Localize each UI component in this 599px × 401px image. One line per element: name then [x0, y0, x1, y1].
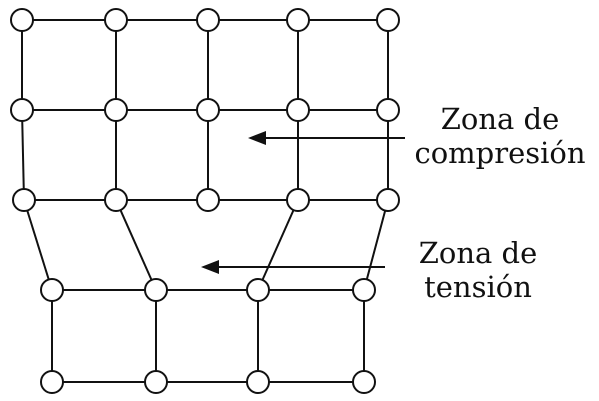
atom-node	[104, 8, 128, 32]
atom-node	[10, 98, 34, 122]
atom-node	[246, 370, 270, 394]
atom-node	[352, 278, 376, 302]
atom-node	[196, 188, 220, 212]
atom-node	[12, 188, 36, 212]
diagonal-bond	[257, 199, 299, 291]
diagonal-bond	[23, 199, 53, 291]
diagonal-bond	[115, 199, 157, 291]
tension-zone-arrow	[201, 260, 385, 274]
atom-node	[286, 188, 310, 212]
atom-node	[40, 278, 64, 302]
atom-node	[196, 8, 220, 32]
atom-node	[144, 278, 168, 302]
atom-node	[286, 8, 310, 32]
tension-zone-label: Zona de tensión	[392, 236, 564, 304]
diagonal-bond	[363, 199, 389, 291]
compression-zone-label-line2: compresión	[414, 136, 586, 170]
atom-node	[104, 98, 128, 122]
compression-zone-label-line1: Zona de	[440, 102, 560, 136]
zone-arrows	[201, 131, 405, 274]
lattice-edges	[21, 19, 389, 383]
atom-node	[144, 370, 168, 394]
compression-zone-arrow	[248, 131, 405, 145]
atom-node	[104, 188, 128, 212]
atom-node	[376, 98, 400, 122]
atom-node	[286, 98, 310, 122]
atom-node	[376, 188, 400, 212]
tension-zone-label-line2: tensión	[424, 270, 532, 304]
atom-node	[376, 8, 400, 32]
vertical-bond	[21, 109, 25, 201]
compression-zone-label: Zona de compresión	[402, 102, 598, 170]
tension-zone-label-line1: Zona de	[418, 236, 538, 270]
lattice-nodes	[10, 8, 400, 394]
atom-node	[40, 370, 64, 394]
atom-node	[196, 98, 220, 122]
atom-node	[10, 8, 34, 32]
atom-node	[246, 278, 270, 302]
atom-node	[352, 370, 376, 394]
